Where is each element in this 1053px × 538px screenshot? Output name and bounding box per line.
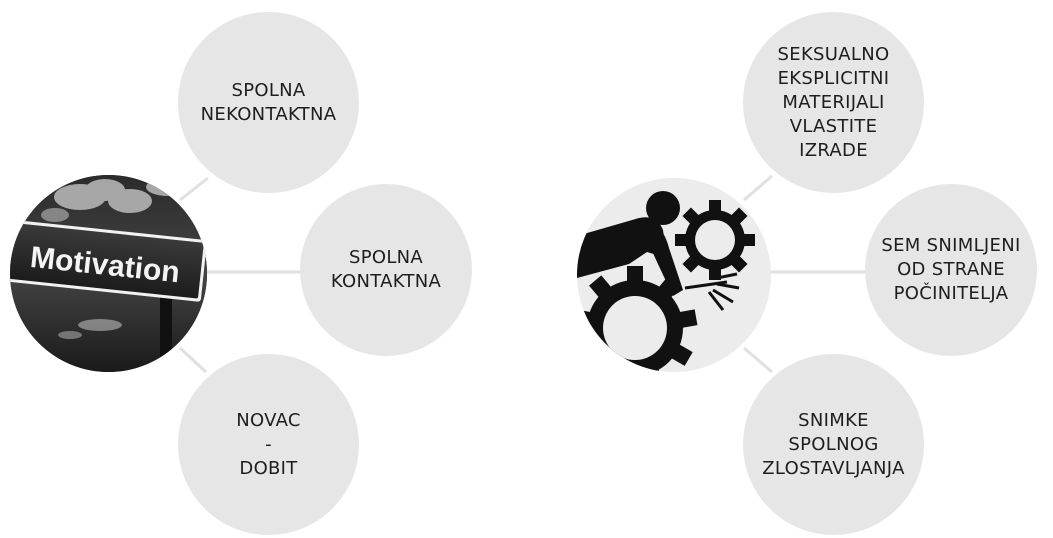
node-line: KONTAKTNA [330, 271, 442, 292]
node-line: POČINITELJA [893, 283, 1009, 304]
connector-right-top [743, 174, 773, 202]
node-line: MATERIJALI [782, 91, 885, 113]
node-line: SNIMKE [798, 409, 869, 431]
node-line: NEKONTAKTNA [200, 103, 337, 125]
figure-silhouette [577, 191, 683, 296]
node-line: OD STRANE [897, 259, 1005, 280]
cloud-shapes [41, 178, 190, 339]
node-line: SPOLNA [348, 247, 424, 268]
node-novac-dobit: NOVAC - DOBIT [178, 354, 359, 535]
motivation-sign-image: Motivation [10, 175, 207, 372]
sign-board [10, 219, 207, 302]
node-line: DOBIT [239, 457, 298, 479]
node-line: NOVAC [236, 409, 301, 431]
node-line: SEKSUALNO [777, 43, 890, 65]
node-line: EKSPLICITNI [777, 67, 890, 89]
node-sem-snimljeni: SEM SNIMLJENI OD STRANE POČINITELJA [865, 184, 1037, 356]
node-line: VLASTITE [789, 115, 878, 137]
node-line: SPOLNA [231, 79, 306, 101]
large-gear [577, 266, 698, 372]
hand-shape [684, 272, 740, 311]
node-snimke-spolnog-zlostavljanja: SNIMKE SPOLNOG ZLOSTAVLJANJA [743, 354, 924, 535]
connector-right-bottom [743, 346, 773, 374]
node-spolna-nekontaktna: SPOLNA NEKONTAKTNA [178, 12, 359, 193]
robot-gears-icon [577, 178, 771, 372]
node-line: SPOLNOG [788, 433, 879, 455]
node-seksualno-eksplicitni-materijali: SEKSUALNO EKSPLICITNI MATERIJALI VLASTIT… [743, 12, 924, 193]
node-spolna-kontaktna: SPOLNA KONTAKTNA [300, 184, 472, 356]
node-line: - [265, 433, 272, 455]
node-line: IZRADE [799, 139, 868, 161]
connector-left-top [179, 176, 209, 202]
small-gear [675, 200, 755, 280]
node-line: ZLOSTAVLJANJA [762, 457, 905, 479]
connector-left-bottom [178, 346, 208, 374]
sign-post [160, 285, 172, 372]
node-line: SEM SNIMLJENI [881, 235, 1021, 256]
